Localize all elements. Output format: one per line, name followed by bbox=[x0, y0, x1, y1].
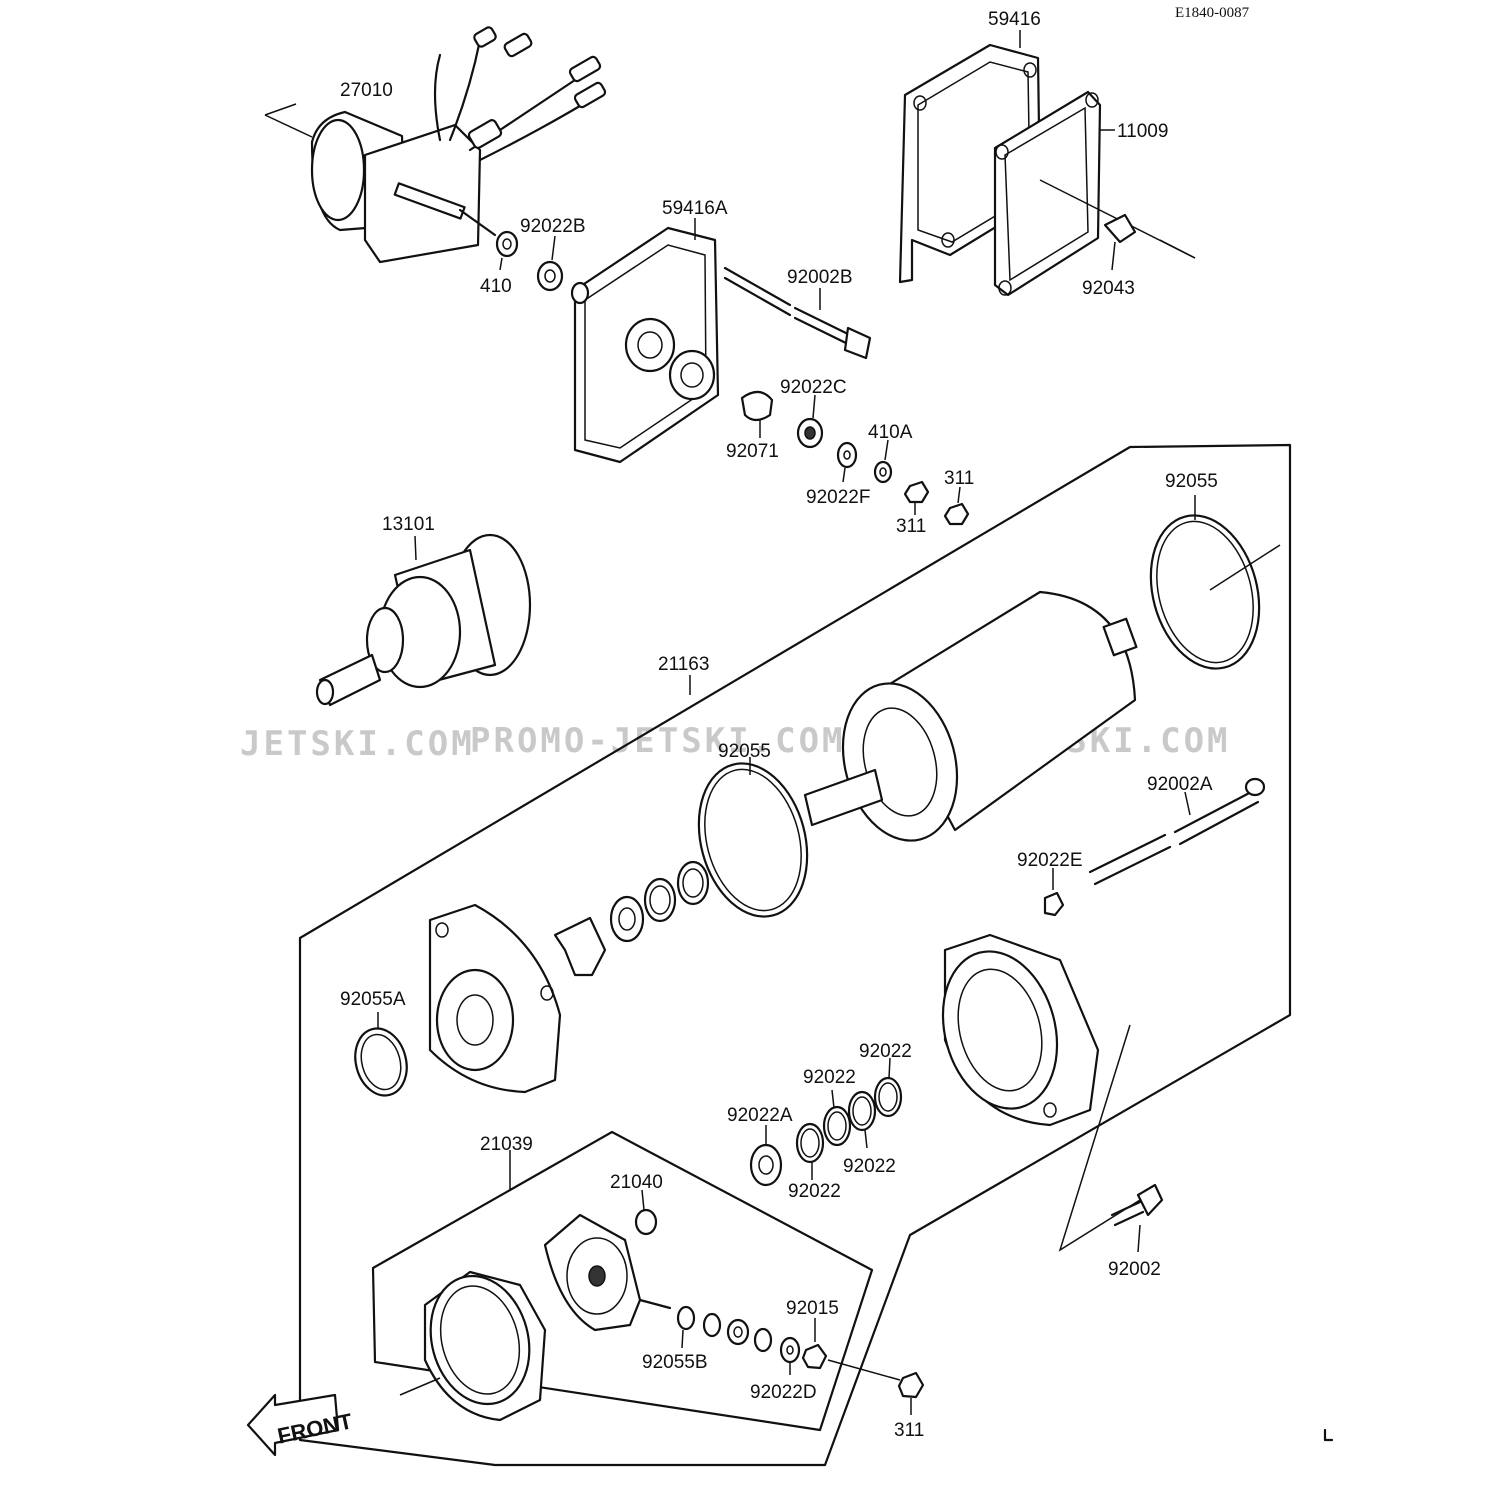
part-label-92002a: 92002A bbox=[1147, 774, 1213, 795]
part-label-92055-a: 92055 bbox=[1165, 471, 1218, 492]
bolt-92002 bbox=[1110, 1183, 1164, 1227]
part-label-410a: 410A bbox=[868, 422, 913, 443]
brush-plate bbox=[543, 1213, 672, 1332]
lock-plate bbox=[553, 916, 607, 977]
washer-small-1 bbox=[702, 1312, 722, 1338]
part-label-21040: 21040 bbox=[610, 1172, 663, 1193]
part-label-92055-b: 92055 bbox=[718, 741, 771, 762]
nut-311-c bbox=[897, 1371, 925, 1399]
washer-92022b bbox=[536, 260, 564, 292]
part-label-92002: 92002 bbox=[1108, 1259, 1161, 1280]
end-housing-right bbox=[941, 933, 1141, 1252]
part-label-92002b: 92002B bbox=[787, 267, 853, 288]
part-label-92015: 92015 bbox=[786, 1298, 839, 1319]
part-label-92022-c: 92022 bbox=[843, 1156, 896, 1177]
washer-92022a bbox=[749, 1143, 783, 1187]
part-label-92055a: 92055A bbox=[340, 989, 406, 1010]
bolt-92002b bbox=[723, 266, 872, 360]
washer-small-2 bbox=[726, 1318, 750, 1346]
part-label-92022a: 92022A bbox=[727, 1105, 793, 1126]
o-ring-92055b bbox=[676, 1305, 696, 1331]
part-label-92022f: 92022F bbox=[806, 487, 870, 508]
assembly-boundary-21163 bbox=[298, 443, 1292, 1467]
part-label-311-b: 311 bbox=[896, 516, 926, 537]
solenoid-27010 bbox=[264, 26, 607, 264]
thrust-washer-1 bbox=[609, 895, 645, 943]
cover-59416a bbox=[570, 226, 720, 464]
part-label-92022-d: 92022 bbox=[788, 1181, 841, 1202]
brush-housing bbox=[399, 1270, 547, 1422]
motor-body-21163 bbox=[803, 590, 1138, 842]
o-ring-92055-b bbox=[697, 762, 809, 918]
washer-small-3 bbox=[753, 1327, 773, 1353]
end-housing-left bbox=[428, 903, 562, 1094]
nut-92015 bbox=[801, 1343, 828, 1370]
gasket-11009 bbox=[993, 90, 1196, 297]
nut-92022e bbox=[1043, 891, 1065, 917]
part-label-311-c: 311 bbox=[894, 1420, 924, 1441]
cap-92043 bbox=[1103, 213, 1137, 244]
part-label-11009: 11009 bbox=[1117, 121, 1168, 142]
part-label-410: 410 bbox=[480, 276, 512, 297]
part-label-92022c: 92022C bbox=[780, 377, 847, 398]
part-label-92022-a: 92022 bbox=[859, 1041, 912, 1062]
nut-311-a bbox=[903, 480, 930, 504]
part-label-311-a: 311 bbox=[944, 468, 974, 489]
part-label-92022b: 92022B bbox=[520, 216, 586, 237]
part-label-92043: 92043 bbox=[1082, 278, 1135, 299]
bolt-92002a bbox=[1088, 777, 1266, 886]
brush-spring-21040 bbox=[634, 1208, 658, 1236]
nut-311-b bbox=[943, 502, 970, 526]
part-label-27010: 27010 bbox=[340, 80, 393, 101]
part-label-13101: 13101 bbox=[382, 514, 435, 535]
reference-code: E1840-0087 bbox=[1175, 5, 1250, 21]
part-label-21039: 21039 bbox=[480, 1134, 533, 1155]
washer-92022d bbox=[779, 1336, 801, 1364]
part-label-92055b: 92055B bbox=[642, 1352, 708, 1373]
part-label-92071: 92071 bbox=[726, 441, 779, 462]
bushing-92071 bbox=[740, 390, 774, 422]
assembly-boundary-21039 bbox=[371, 1130, 874, 1432]
clutch-13101 bbox=[315, 533, 532, 707]
part-label-92022e: 92022E bbox=[1017, 850, 1083, 871]
part-label-92022d: 92022D bbox=[750, 1382, 817, 1403]
corner-mark bbox=[1323, 1428, 1334, 1442]
part-label-92022-b: 92022 bbox=[803, 1067, 856, 1088]
o-ring-92055-a bbox=[1149, 514, 1261, 670]
part-label-59416a: 59416A bbox=[662, 198, 728, 219]
washer-410a bbox=[873, 460, 893, 484]
watermark-1: JETSKI.COM bbox=[240, 724, 475, 764]
washer-92022f bbox=[836, 441, 858, 469]
washer-410 bbox=[495, 230, 519, 258]
part-label-21163: 21163 bbox=[658, 654, 709, 675]
part-label-59416: 59416 bbox=[988, 9, 1041, 30]
